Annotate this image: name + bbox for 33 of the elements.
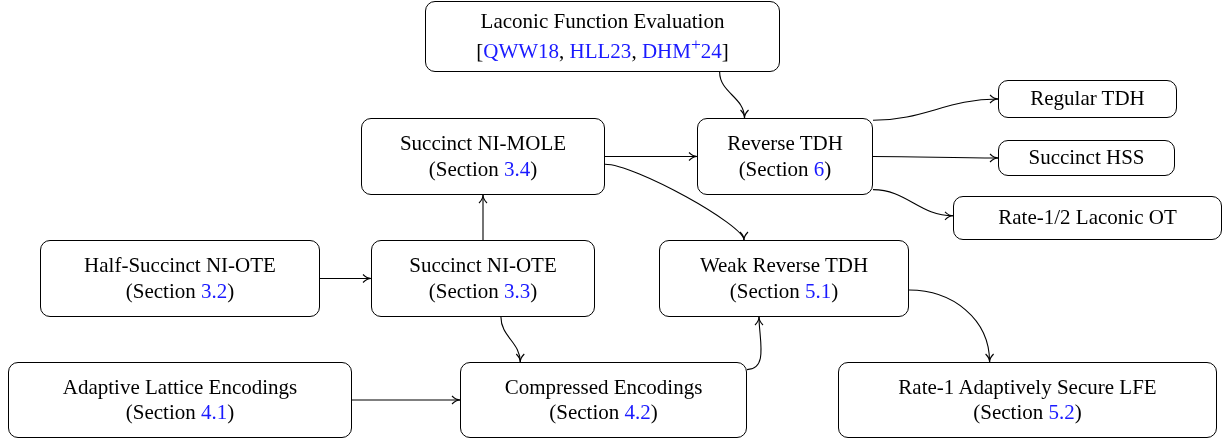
node-title: Laconic Function Evaluation [480,8,725,34]
process-box [697,118,873,195]
section-reference: (Section 3.4) [428,156,538,182]
process-box [998,80,1177,118]
node-title: Rate-1/2 Laconic OT [998,205,1177,231]
node-title: Succinct HSS [1028,145,1145,171]
section-reference: (Section 5.1) [729,278,839,304]
node-title: Half-Succinct NI-OTE [84,253,276,279]
node-title: Adaptive Lattice Encodings [62,374,298,400]
node-title: Succinct NI-OTE [409,253,557,279]
process-box [659,240,909,317]
process-box [953,196,1222,240]
process-box [371,240,595,317]
node-title: Regular TDH [1030,86,1145,112]
section-reference: (Section 3.2) [125,278,235,304]
section-reference: (Section 3.3) [428,278,538,304]
node-title: Succinct NI-MOLE [399,131,567,157]
process-box [838,362,1217,438]
node-title: Weak Reverse TDH [699,253,869,279]
process-box [8,362,352,438]
section-reference: [QWW18, HLL23, DHM$^{+}$24] [476,34,729,65]
node-title: Rate-1 Adaptively Secure LFE [898,374,1157,400]
section-reference: (Section 4.1) [125,400,235,426]
section-reference: (Section 6) [738,156,832,182]
section-reference: (Section 5.2) [973,400,1082,426]
process-box [40,240,320,317]
process-box [460,362,747,438]
node-title: Compressed Encodings [504,374,703,400]
process-box [361,118,605,195]
node-title: Reverse TDH [727,131,843,157]
process-box [425,1,780,72]
process-box [998,140,1175,176]
section-reference: (Section 4.2) [549,400,658,426]
